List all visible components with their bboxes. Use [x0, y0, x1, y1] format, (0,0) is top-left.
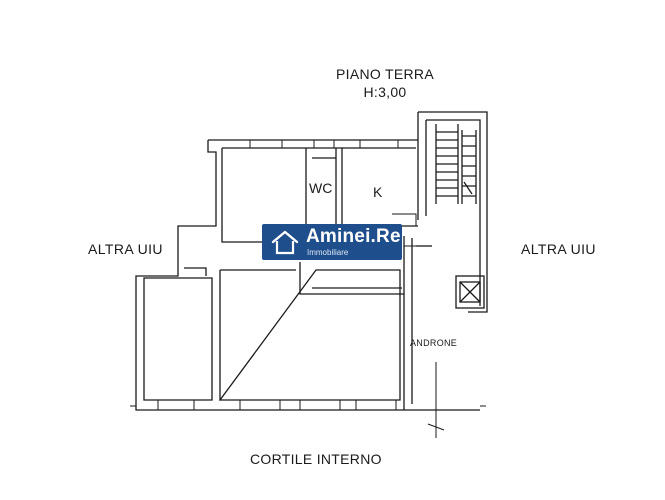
living-room-wall: [218, 269, 401, 401]
room-kitchen-label: K: [373, 184, 383, 200]
watermark-logo: Aminei.Re Immobiliare: [262, 224, 402, 260]
watermark-brand: Aminei.Re: [306, 226, 401, 247]
plan-title: PIANO TERRA: [336, 66, 434, 82]
stair-block-wall: [418, 111, 488, 313]
elevator-shaft: [455, 275, 485, 309]
left-neighbour-label: ALTRA UIU: [88, 241, 163, 257]
stair-treads: [435, 124, 477, 204]
watermark-subtitle: Immobiliare: [307, 248, 349, 257]
right-neighbour-label: ALTRA UIU: [521, 241, 596, 257]
room-wc-label: WC: [309, 180, 333, 196]
plan-height: H:3,00: [363, 84, 407, 100]
windows-top: [249, 139, 399, 149]
courtyard-label: CORTILE INTERNO: [250, 451, 382, 467]
house-icon: [271, 230, 299, 255]
room-hall-label: ANDRONE: [410, 338, 458, 348]
windows-bottom: [130, 399, 486, 411]
left-room-wall: [143, 277, 213, 401]
